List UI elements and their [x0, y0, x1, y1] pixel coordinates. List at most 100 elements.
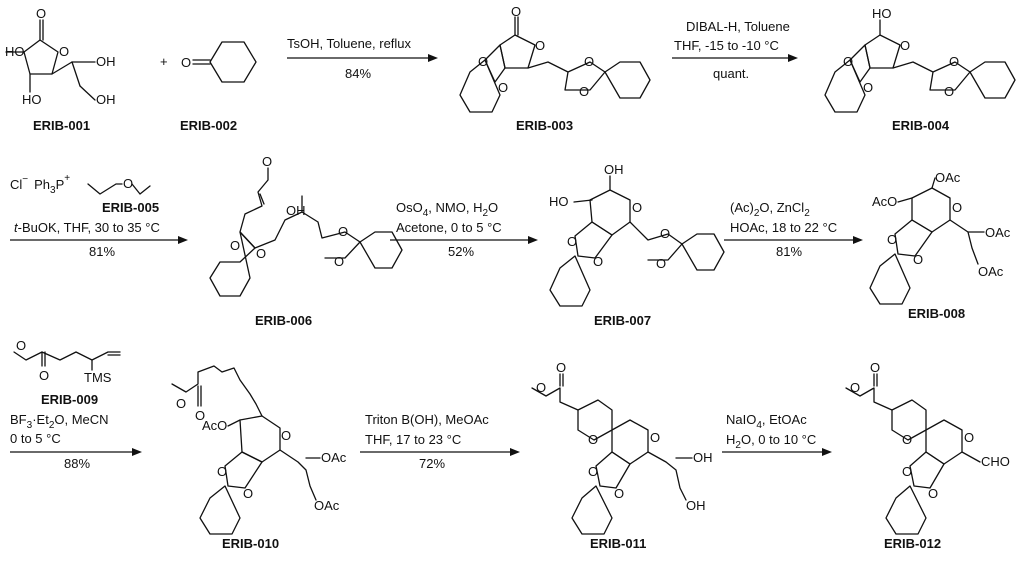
- atom-label: O: [535, 38, 545, 53]
- atom-label: O: [195, 408, 205, 423]
- step-6-yield: 88%: [64, 456, 90, 471]
- compound-label-erib-001: ERIB-001: [33, 118, 90, 133]
- compound-label-erib-010: ERIB-010: [222, 536, 279, 551]
- atom-label: O: [944, 84, 954, 99]
- step-3-reagent: Cl−Ph3P+: [10, 173, 70, 196]
- compound-label-erib-003: ERIB-003: [516, 118, 573, 133]
- atom-label: O: [536, 380, 546, 395]
- compound-label-erib-009: ERIB-009: [41, 392, 98, 407]
- atom-label: O: [964, 430, 974, 445]
- atom-label: O: [281, 428, 291, 443]
- atom-label: O: [952, 200, 962, 215]
- atom-label: O: [511, 4, 521, 19]
- reaction-step-5: (Ac)2O, ZnCl2 HOAc, 18 to 22 °C 81%: [724, 200, 863, 259]
- step-7-conditions-line2: THF, 17 to 23 °C: [365, 432, 461, 447]
- reaction-step-6: O O TMS ERIB-009 BF3·Et2O, MeCN 0 to 5 °…: [10, 338, 142, 471]
- step-8-conditions-line1: NaIO4, EtOAc: [726, 412, 807, 431]
- atom-label: O: [556, 360, 566, 375]
- atom-label: O: [36, 6, 46, 21]
- atom-label: O: [584, 54, 594, 69]
- atom-label: O: [900, 38, 910, 53]
- atom-label: HO: [872, 6, 892, 21]
- compound-label-erib-011: ERIB-011: [590, 536, 646, 551]
- step-1-conditions: TsOH, Toluene, reflux: [287, 36, 412, 51]
- atom-label: O: [850, 380, 860, 395]
- atom-label: TMS: [84, 370, 112, 385]
- atom-label: O: [863, 80, 873, 95]
- compound-label-erib-008: ERIB-008: [908, 306, 965, 321]
- step-3-yield: 81%: [89, 244, 115, 259]
- step-6-conditions-line2: 0 to 5 °C: [10, 431, 61, 446]
- atom-label: O: [887, 232, 897, 247]
- atom-label: O: [243, 486, 253, 501]
- structure-erib-004: HO O O O O O ERIB-004: [824, 6, 1016, 133]
- atom-label: O: [256, 246, 266, 261]
- compound-label-erib-004: ERIB-004: [892, 118, 950, 133]
- step-7-yield: 72%: [419, 456, 445, 471]
- atom-label: O: [262, 154, 272, 169]
- step-2-conditions-line1: DIBAL-H, Toluene: [686, 19, 790, 34]
- atom-label: HO: [549, 194, 569, 209]
- step-2-yield: quant.: [713, 66, 749, 81]
- atom-label: OH: [286, 203, 306, 218]
- step-6-conditions-line1: BF3·Et2O, MeCN: [10, 412, 109, 431]
- structure-erib-010: O O AcO O OAc OAc O O ERIB-010: [171, 365, 347, 551]
- step-7-conditions-line1: Triton B(OH), MeOAc: [365, 412, 489, 427]
- atom-label: O: [902, 432, 912, 447]
- atom-label: HO: [22, 92, 42, 107]
- atom-label: OH: [686, 498, 706, 513]
- atom-label: OAc: [314, 498, 340, 513]
- atom-label: O: [913, 252, 923, 267]
- atom-label: O: [632, 200, 642, 215]
- reaction-step-2: DIBAL-H, Toluene THF, -15 to -10 °C quan…: [672, 19, 798, 81]
- atom-label: O: [650, 430, 660, 445]
- atom-label: O: [567, 234, 577, 249]
- atom-label: O: [656, 256, 666, 271]
- structure-erib-007: OH HO O O O O O ERIB-007: [549, 162, 725, 328]
- atom-label: O: [338, 224, 348, 239]
- step-1-yield: 84%: [345, 66, 371, 81]
- atom-label: OH: [96, 92, 116, 107]
- compound-label-erib-005: ERIB-005: [102, 200, 159, 215]
- structure-erib-003: O O O O O O ERIB-003: [459, 4, 651, 133]
- structure-erib-011: O O O O OH OH O O ERIB-011: [531, 360, 713, 551]
- atom-label: OH: [693, 450, 713, 465]
- atom-label: CHO: [981, 454, 1010, 469]
- atom-label: AcO: [202, 418, 227, 433]
- atom-label: O: [593, 254, 603, 269]
- atom-label: O: [16, 338, 26, 353]
- atom-label: O: [217, 464, 227, 479]
- reaction-step-8: NaIO4, EtOAc H2O, 0 to 10 °C: [722, 412, 832, 456]
- atom-label: O: [928, 486, 938, 501]
- step-4-conditions-line2: Acetone, 0 to 5 °C: [396, 220, 502, 235]
- atom-label: O: [39, 368, 49, 383]
- atom-label: O: [176, 396, 186, 411]
- atom-label: O: [660, 226, 670, 241]
- atom-label: O: [123, 176, 133, 191]
- atom-label: O: [870, 360, 880, 375]
- reaction-step-3: Cl−Ph3P+ O ERIB-005 t-BuOK, THF, 30 to 3…: [10, 173, 188, 259]
- compound-label-erib-006: ERIB-006: [255, 313, 312, 328]
- atom-label: OAc: [978, 264, 1004, 279]
- reaction-step-1: TsOH, Toluene, reflux 84%: [287, 36, 438, 81]
- atom-label: O: [588, 464, 598, 479]
- structure-erib-012: O O O O CHO O O ERIB-012: [845, 360, 1010, 551]
- atom-label: O: [588, 432, 598, 447]
- plus-sign: +: [160, 54, 168, 69]
- step-3-conditions: t-BuOK, THF, 30 to 35 °C: [14, 220, 160, 235]
- atom-label: O: [579, 84, 589, 99]
- compound-label-erib-012: ERIB-012: [884, 536, 941, 551]
- atom-label: O: [902, 464, 912, 479]
- atom-label: O: [498, 80, 508, 95]
- atom-label: OAc: [985, 225, 1011, 240]
- atom-label: O: [949, 54, 959, 69]
- step-2-conditions-line2: THF, -15 to -10 °C: [674, 38, 779, 53]
- atom-label: OAc: [321, 450, 347, 465]
- atom-label: O: [843, 54, 853, 69]
- step-4-conditions-line1: OsO4, NMO, H2O: [396, 200, 498, 219]
- compound-label-erib-007: ERIB-007: [594, 313, 651, 328]
- atom-label: OH: [604, 162, 624, 177]
- atom-label: HO: [5, 44, 25, 59]
- atom-label: AcO: [872, 194, 897, 209]
